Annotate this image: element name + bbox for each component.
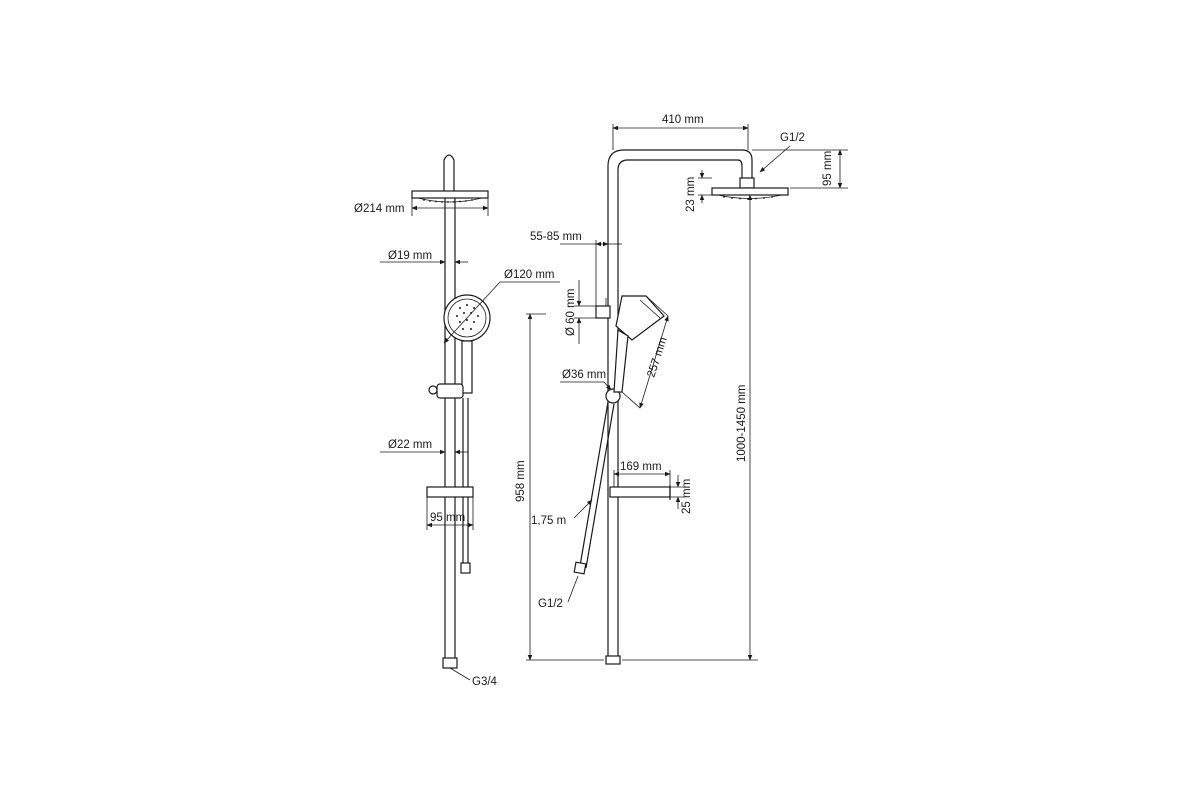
side-dimensions: 410 mm G1/2 95 mm 23 mm 55-85 mm Ø 60 mm… [515, 114, 848, 661]
front-head-nozzle-dots [423, 199, 473, 203]
front-riser-pipe [444, 198, 456, 660]
side-wall-distance-label: 55-85 mm [530, 231, 582, 243]
front-shower-head [411, 190, 489, 199]
side-shower-head [711, 187, 789, 196]
side-column-height-label: 958 mm [515, 460, 527, 502]
side-head-thread-label: G1/2 [780, 132, 805, 144]
side-head-thickness-label: 23 mm [685, 177, 697, 212]
side-head-height-label: 95 mm [822, 151, 834, 186]
side-hand-shower-handle [613, 328, 629, 393]
front-shelf-width-label: 95 mm [430, 512, 465, 524]
front-hose [462, 398, 469, 565]
front-hand-shower-handle [461, 340, 473, 394]
front-slider-holder [436, 383, 464, 399]
side-arm-length-label: 410 mm [662, 114, 704, 126]
side-riser-base [605, 655, 621, 665]
front-inlet-thread-label: G3/4 [472, 676, 498, 688]
front-hand-nozzle-dots [456, 304, 479, 330]
side-view [573, 149, 789, 665]
side-riser-and-arm [607, 149, 753, 660]
side-head-connector [739, 177, 755, 189]
side-shelf-depth-label: 169 mm [620, 461, 662, 473]
side-slider-diameter-label: Ø36 mm [562, 369, 606, 381]
side-hose-length-label: 1,75 m [531, 515, 566, 527]
side-holder-diameter-label: Ø 60 mm [565, 289, 577, 336]
front-head-diameter-label: Ø214 mm [354, 203, 405, 215]
side-hand-shower-length-label: 257 mm [645, 336, 669, 379]
front-dimensions: Ø214 mm Ø19 mm Ø120 mm Ø22 mm 95 mm G3/4 [354, 198, 560, 688]
side-shelf [609, 486, 671, 498]
front-pipe-diameter-bottom-label: Ø22 mm [388, 439, 432, 451]
side-hose-thread-label: G1/2 [538, 598, 563, 610]
side-hose [579, 401, 615, 569]
front-shelf [426, 486, 474, 498]
side-total-height-label: 1000-1450 mm [736, 385, 748, 462]
side-shelf-height-label: 25 mm [681, 479, 693, 514]
front-hand-shower-diameter-label: Ø120 mm [504, 269, 555, 281]
front-view [411, 154, 491, 669]
front-inlet-fitting [442, 657, 458, 669]
front-pipe-diameter-top-label: Ø19 mm [388, 250, 432, 262]
side-wall-holder [595, 305, 611, 319]
front-shower-arm [443, 154, 455, 192]
